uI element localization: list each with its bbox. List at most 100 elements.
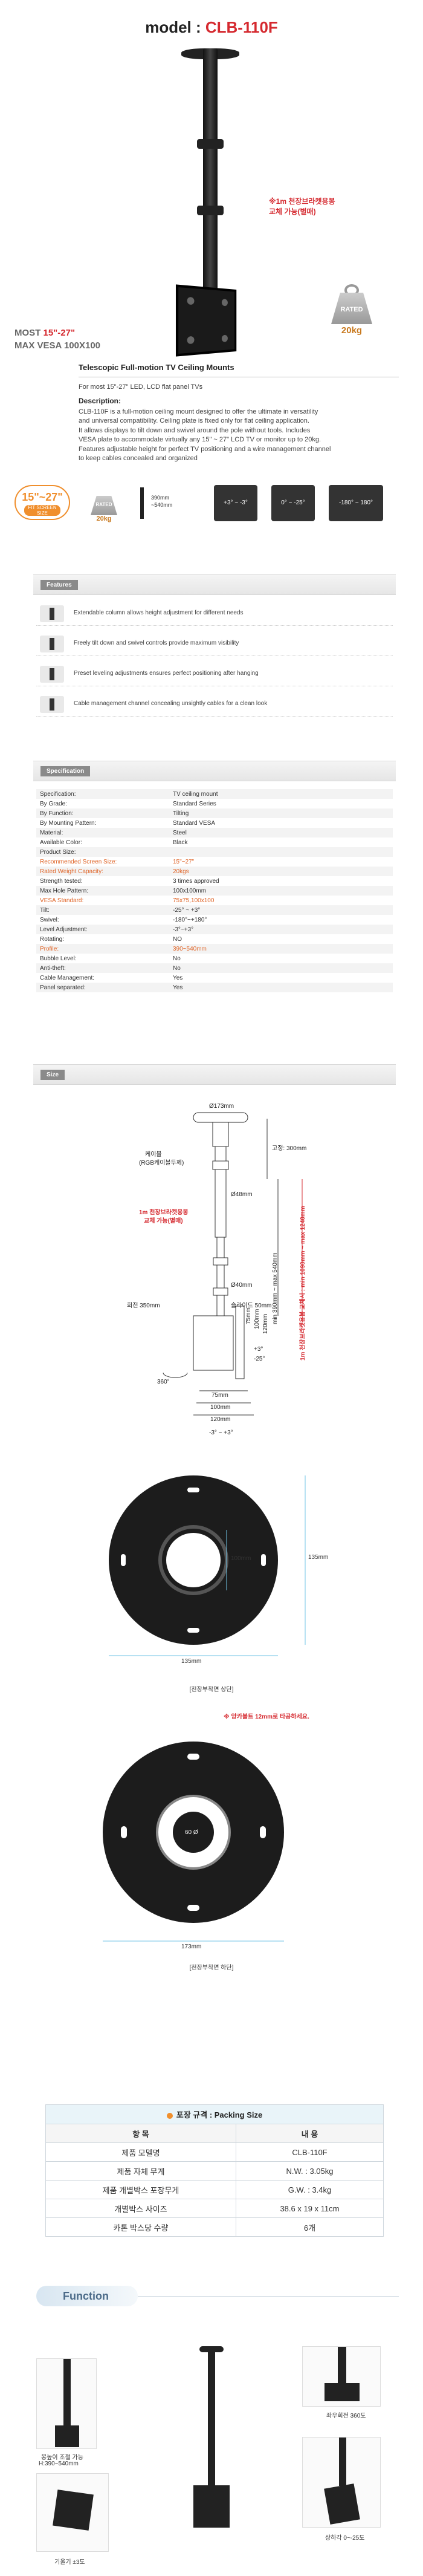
note-line: 교체 가능(별매) [269,207,316,216]
spec-value: TV ceiling mount [169,789,393,799]
specification-section-bar: Specification [33,761,396,781]
caption-height-1: 봉높이 조절 가능 [41,2454,83,2461]
spec-value: -180°~+180° [173,916,207,923]
spec-label: Cable Management: [40,974,95,981]
plate-bottom-width: 173mm [181,1943,202,1950]
dim-fixed-length: 고정: 300mm [272,1145,307,1152]
dim-pole-diameter: Ø48mm [231,1191,253,1198]
spec-value: NO [173,935,182,943]
size-drawing: Ø173mm 케이블 (RGB케이블두께) Ø48mm 1m 천장브라켓용봉 교… [73,1103,350,1445]
feature-text: Freely tilt down and swivel controls pro… [74,640,239,646]
bullet-icon [166,2112,173,2119]
description-title: Telescopic Full-motion TV Ceiling Mounts [79,363,399,377]
screen-size-text: MOST 15"-27" MAX VESA 100X100 [15,327,100,352]
table-row: By Mounting Pattern:Standard VESA [36,818,393,828]
spec-label: Rotating: [40,935,65,943]
spec-label: Anti-theft: [36,963,169,973]
spec-value: 15"~27" [173,858,195,865]
rated-weight: 20kg [96,515,112,522]
caption-tilt: 상하각 0~-25도 [325,2535,365,2542]
function-swivel-image [302,2346,381,2407]
function-tab: Function [36,2286,138,2306]
function-tilt-image [302,2437,381,2528]
spec-label: Panel separated: [36,983,169,992]
dim-120: 120mm [210,1416,231,1423]
spec-value: 390~540mm [169,944,393,954]
spec-value: 20kgs [169,867,393,876]
dim-rotate: 회전 350mm [127,1303,160,1309]
table-row: VESA Standard:75x75,100x100 [36,896,393,905]
badge-size-value: 15"~27" [22,491,63,503]
size-value: 15"-27" [43,328,76,338]
spec-label: Swivel: [40,916,59,923]
dim-tilt-up: +3° [254,1346,263,1353]
spec-value: Yes [169,983,393,992]
spec-label: Specification: [36,789,169,799]
dim-tilt-down: -25° [254,1356,265,1362]
spec-value: 100x100mm [169,886,393,896]
table-row: Anti-theft:No [36,963,393,973]
spec-label: Level Adjustment: [36,925,169,934]
spec-value: Tilting [169,808,393,818]
description-line: and universal compatibility. Ceiling pla… [79,417,309,425]
dim-100: 100mm [210,1404,231,1411]
spec-label: Bubble Level: [40,955,77,962]
model-title: model : CLB-110F [0,18,423,37]
level-rotation-icon: +3° ~ -3° [214,485,257,521]
tilt-icon: 0° ~ -25° [271,485,315,521]
features-section-bar: Features [33,574,396,595]
plate-bottom-inner: 60 Ø [185,1829,198,1836]
feature-item: Cable management channel concealing unsi… [36,692,393,717]
spec-label: Material: [36,828,169,838]
packing-col-content: 내 용 [235,2124,384,2143]
feature-item: Preset leveling adjustments ensures perf… [36,662,393,686]
model-prefix: model : [145,18,205,36]
description-block: Telescopic Full-motion TV Ceiling Mounts… [79,363,399,463]
table-row: Cable Management:Yes [36,973,393,983]
feature-item: Freely tilt down and swivel controls pro… [36,632,393,656]
spec-label: Available Color: [40,839,82,846]
spec-label: Recommended Screen Size: [40,858,117,865]
table-row: Panel separated:Yes [36,983,393,992]
divider [138,2296,399,2297]
plate-top-drawing [109,1475,306,1656]
specification-tag: Specification [40,766,91,776]
function-main-product [181,2346,242,2540]
description-line: CLB-110F is a full-motion ceiling mount … [79,408,318,415]
plate-bottom-note: ※ 앙카볼트 12mm로 타공하세요. [224,1714,309,1720]
height-max: ~540mm [151,501,173,508]
spec-label: Product Size: [36,847,169,857]
spec-label: Profile: [36,944,169,954]
dim-pole-small: Ø40mm [231,1282,253,1289]
spec-value: 75x75,100x100 [173,897,215,904]
table-row: By Grade:Standard Series [36,799,393,808]
spec-label: By Mounting Pattern: [40,819,97,827]
model-name: CLB-110F [205,18,278,36]
size-section-bar: Size [33,1064,396,1085]
table-row: Recommended Screen Size: 15"~27" [36,857,393,867]
description-line: VESA plate to accommodate virtually any … [79,436,321,444]
screen-size-badge: 15"~27" FIT SCREEN SIZE [15,485,70,520]
size-label: MOST [15,328,44,338]
spec-value: Black [173,839,188,846]
spec-label: Max Hole Pattern: [36,886,169,896]
function-height-image [36,2358,97,2449]
dim-cable-sub: (RGB케이블두께) [139,1160,184,1166]
feature-thumbnail [40,666,64,683]
hero-product-image: ※1m 천장브라켓용봉 교체 가능(별매) MOST 15"-27" MAX V… [0,48,423,357]
rated-label: RATED [95,502,112,507]
plate-top-inner: 100mm [231,1555,251,1562]
ceiling-plate-bottom: ※ 앙카볼트 12mm로 타공하세요. 60 Ø 173mm [73,1711,350,1977]
feature-thumbnail [40,696,64,713]
spec-label: By Grade: [40,800,68,807]
dim-slide: 슬라이드 50mm [231,1303,272,1309]
table-row: Bubble Level:No [36,954,393,963]
table-row: Specification:TV ceiling mount [36,789,393,799]
dim-height-range: min 390mm ~ max 540mm [272,1252,279,1324]
rated-label: RATED [340,306,363,313]
table-row: Product Size: [36,847,393,857]
feature-text: Preset leveling adjustments ensures perf… [74,670,259,677]
